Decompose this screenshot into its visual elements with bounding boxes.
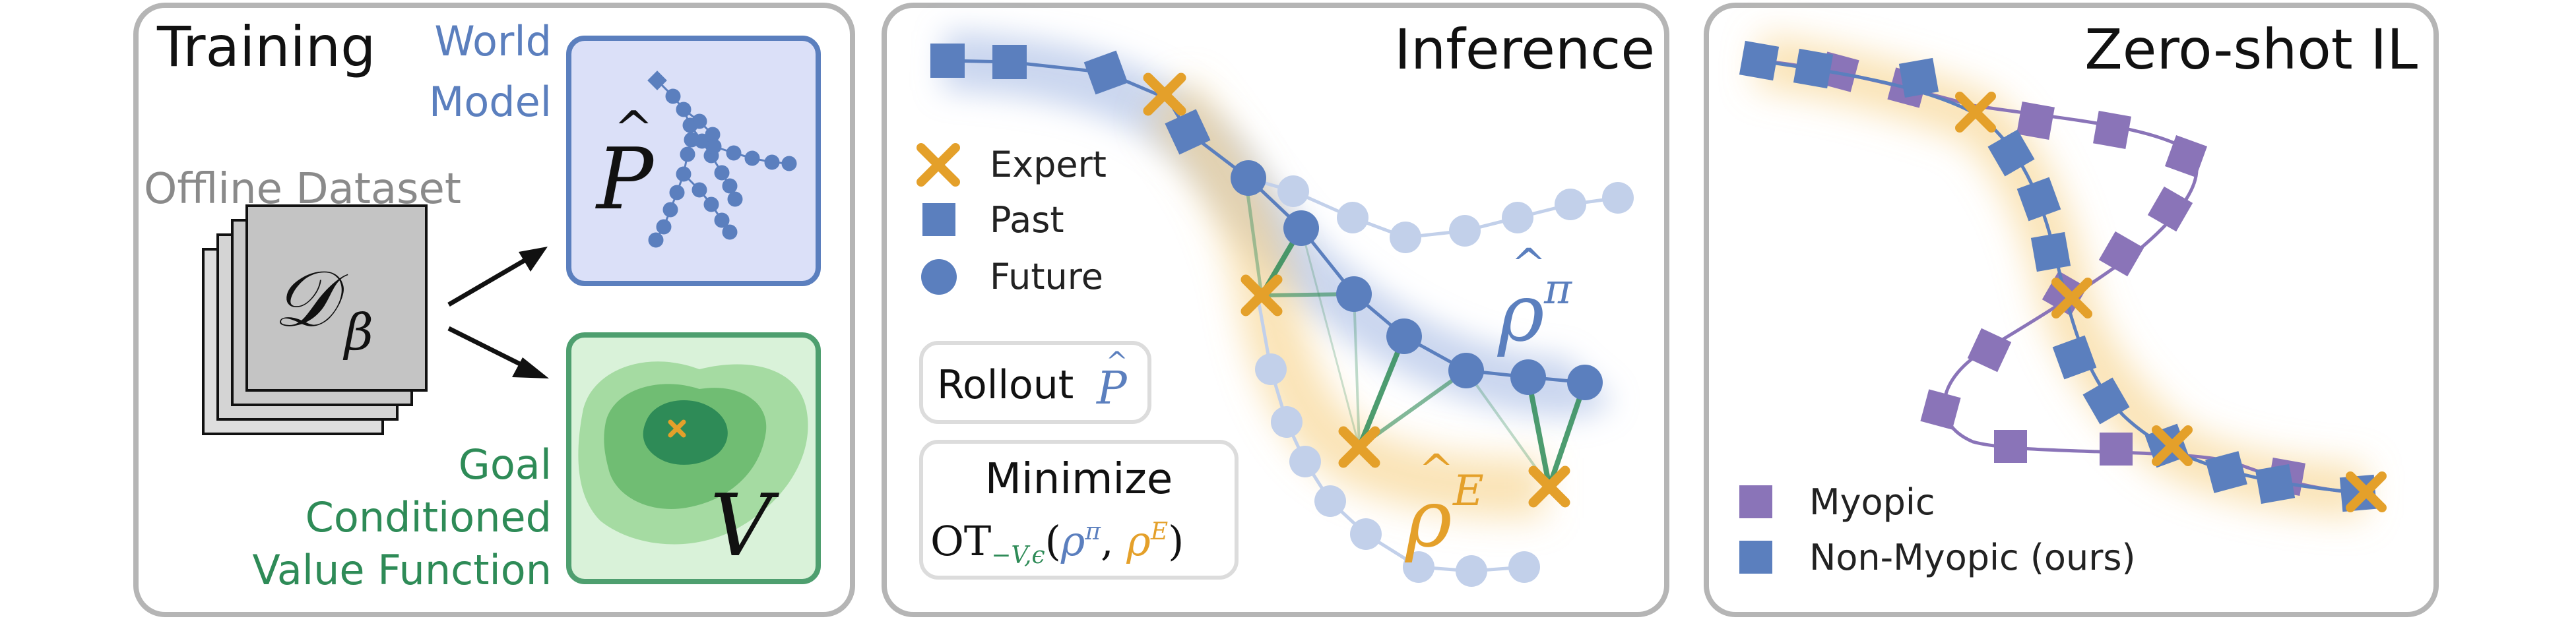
future-state-marker [1231, 160, 1266, 196]
future-state-marker [1336, 276, 1372, 312]
dataset-stack: 𝒟 β [202, 204, 428, 435]
non-myopic-state-marker [2205, 451, 2247, 493]
past-state-marker [992, 45, 1027, 79]
expert-crosses [1143, 73, 1570, 508]
future-state-marker [1567, 365, 1603, 400]
dataset-card [245, 204, 428, 392]
inference-panel: Inference Expert Past Future Rollout P ^… [882, 3, 1669, 617]
expert-cross-icon [1528, 466, 1570, 508]
value-label-line3: Value Function [252, 546, 552, 594]
non-myopic-state-marker [2255, 464, 2296, 504]
legend-past-icon [922, 203, 955, 236]
ot-formula: OT−V,ϵ(ρπ, ρE) [930, 517, 1184, 569]
rho-e-hat: ^ [1419, 446, 1454, 495]
non-myopic-state-marker [2082, 377, 2130, 425]
non-myopic-state-marker [1898, 57, 1939, 98]
expert-cross-icon [2051, 278, 2092, 318]
arrow-to-value-function [447, 326, 549, 378]
rollout-box: Rollout P ^ [919, 341, 1151, 424]
past-state-marker [930, 44, 965, 78]
alternative-rollout-upper [1231, 162, 1634, 253]
value-label-line2: Conditioned [306, 493, 552, 541]
past-trajectory [930, 44, 1250, 179]
myopic-state-marker [1967, 328, 2012, 373]
world-model-label-line2: Model [429, 78, 552, 126]
rho-pi-superscript: π [1543, 265, 1572, 314]
future-rollout [1231, 160, 1603, 400]
legend-expert-label: Expert [990, 144, 1107, 185]
myopic-state-marker [2100, 433, 2133, 466]
value-label-line1: Goal [459, 440, 552, 489]
rho-e-label: ρ [1404, 473, 1452, 565]
world-model-label-line1: World [434, 17, 552, 65]
non-myopic-state-marker [2339, 474, 2377, 512]
value-function-box: V [566, 332, 821, 584]
future-state-marker [1283, 210, 1319, 246]
value-symbol: V [710, 475, 779, 576]
inference-legend: Expert Past Future [917, 143, 1107, 297]
expert-glow [1145, 79, 1545, 518]
legend-myopic-icon [1739, 485, 1772, 518]
myopic-state-marker [1920, 389, 1961, 430]
rollout-text: Rollout [937, 362, 1074, 408]
non-myopic-state-marker [1793, 48, 1834, 89]
world-model-box: P ^ [566, 36, 821, 286]
zeroshot-expert-crosses [1955, 92, 2387, 512]
minimize-text: Minimize [985, 455, 1173, 504]
legend-non-myopic-icon [1739, 541, 1772, 574]
world-model-hat: ^ [614, 101, 653, 156]
rho-pi-hat: ^ [1511, 240, 1547, 289]
future-state-marker [1386, 318, 1422, 354]
arrow-to-world-model [447, 247, 548, 307]
rho-e-superscript: E [1452, 467, 1484, 516]
minimize-box: Minimize OT−V,ϵ(ρπ, ρE) [919, 440, 1239, 580]
legend-future-label: Future [990, 256, 1103, 297]
goal-cross-icon [668, 419, 686, 438]
inference-title: Inference [1394, 17, 1655, 82]
past-state-marker [1165, 109, 1211, 155]
training-panel: Training Offline Dataset 𝒟 β World Model… [133, 3, 855, 617]
myopic-state-marker [2147, 186, 2193, 232]
alternative-rollout-lower [1255, 303, 1540, 587]
expert-cross-icon [1955, 92, 1996, 133]
non-myopic-state-marker [2016, 177, 2061, 222]
myopic-state-marker [2164, 135, 2208, 178]
dataset-subscript: β [342, 303, 373, 361]
rho-pi-label: ρ [1497, 268, 1545, 359]
zeroshot-legend: Myopic Non-Myopic (ours) [1739, 481, 2136, 578]
non-myopic-state-marker [1987, 129, 2035, 177]
future-state-marker [1510, 359, 1546, 395]
zeroshot-panel: Zero-shot IL Myopic Non-Myopic (ours) [1704, 3, 2439, 617]
non-myopic-state-marker [1739, 40, 1780, 81]
myopic-state-marker [2093, 111, 2131, 149]
expert-cross-icon [1240, 274, 1283, 316]
training-title: Training [156, 15, 375, 79]
future-state-marker [1448, 353, 1484, 388]
legend-myopic-label: Myopic [1809, 481, 1935, 523]
past-state-marker [1083, 50, 1128, 95]
rollout-tree-graphic [647, 71, 797, 248]
expert-cross-icon [2152, 425, 2193, 466]
non-myopic-state-marker [2052, 335, 2097, 380]
legend-future-icon [921, 259, 957, 295]
myopic-state-marker [2016, 102, 2055, 140]
rollout-symbol: P [1095, 363, 1128, 415]
expert-cross-icon [2346, 471, 2387, 512]
myopic-state-marker [1994, 430, 2027, 463]
myopic-state-marker [2098, 231, 2144, 277]
world-model-symbol: P [595, 131, 655, 229]
rollout-hat: ^ [1106, 347, 1128, 377]
legend-past-label: Past [990, 199, 1064, 241]
expert-cross-icon [1338, 426, 1380, 468]
expert-cross-icon [1143, 73, 1186, 116]
non-myopic-state-marker [2030, 231, 2071, 272]
legend-non-myopic-label: Non-Myopic (ours) [1809, 537, 2136, 578]
zeroshot-title: Zero-shot IL [2084, 17, 2418, 82]
legend-expert-icon [917, 143, 960, 187]
